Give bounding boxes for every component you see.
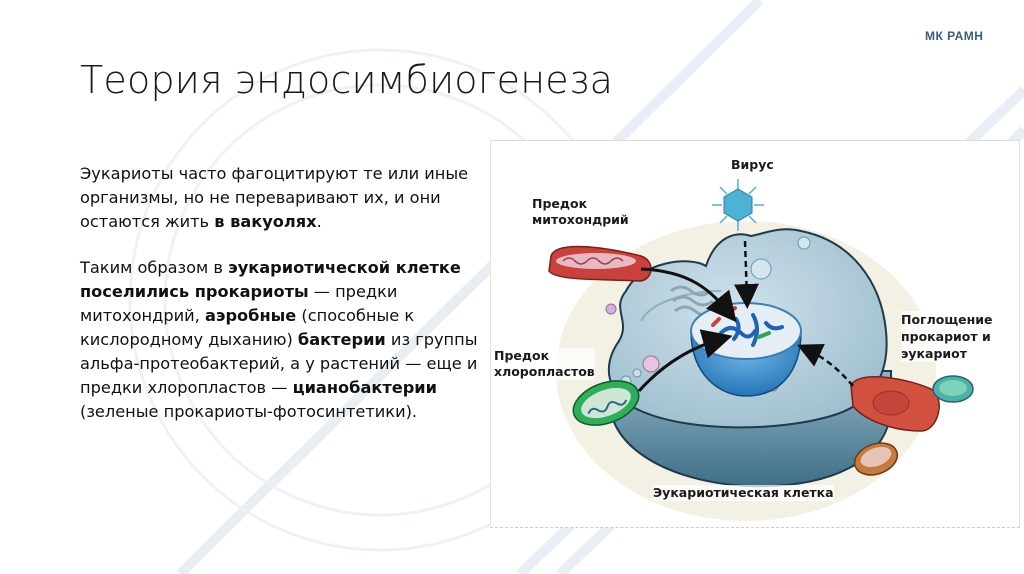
label-uptake: Поглощение прокариот и эукариот [901, 311, 993, 362]
label-mitochondria-ancestor: Предок митохондрий [532, 196, 629, 228]
mitochondrion-ancestor-icon [548, 245, 652, 282]
org-label: МК РАМН [925, 29, 984, 43]
prokaryote-icon [932, 375, 974, 403]
label-eukaryotic-cell: Эукариотическая клетка [653, 485, 834, 501]
mitochondrion-small-icon [853, 442, 899, 476]
arrow-chloroplast [637, 329, 733, 393]
paragraph-prokaryotes: Таким образом в эукариотической клетке п… [80, 258, 478, 421]
engulfed-mitochondrion-icon [850, 376, 940, 432]
arrow-mitochondrion [640, 267, 737, 323]
virus-icon [712, 179, 764, 231]
chloroplast-ancestor-icon [572, 380, 640, 426]
label-chloroplast-ancestor: Предок хлоропластов [494, 348, 595, 380]
page-title: Теория эндосимбиогенеза [80, 58, 614, 102]
paragraph-vacuoles: Эукариоты часто фагоцитируют те или иные… [80, 164, 469, 231]
cell-illustration [548, 179, 974, 521]
arrow-uptake [796, 344, 854, 387]
label-virus: Вирус [731, 157, 774, 173]
endosymbiosis-diagram: Вирус Предок митохондрий Предок хлоропла… [490, 140, 1020, 528]
body-text: Эукариоты часто фагоцитируют те или иные… [80, 162, 490, 446]
